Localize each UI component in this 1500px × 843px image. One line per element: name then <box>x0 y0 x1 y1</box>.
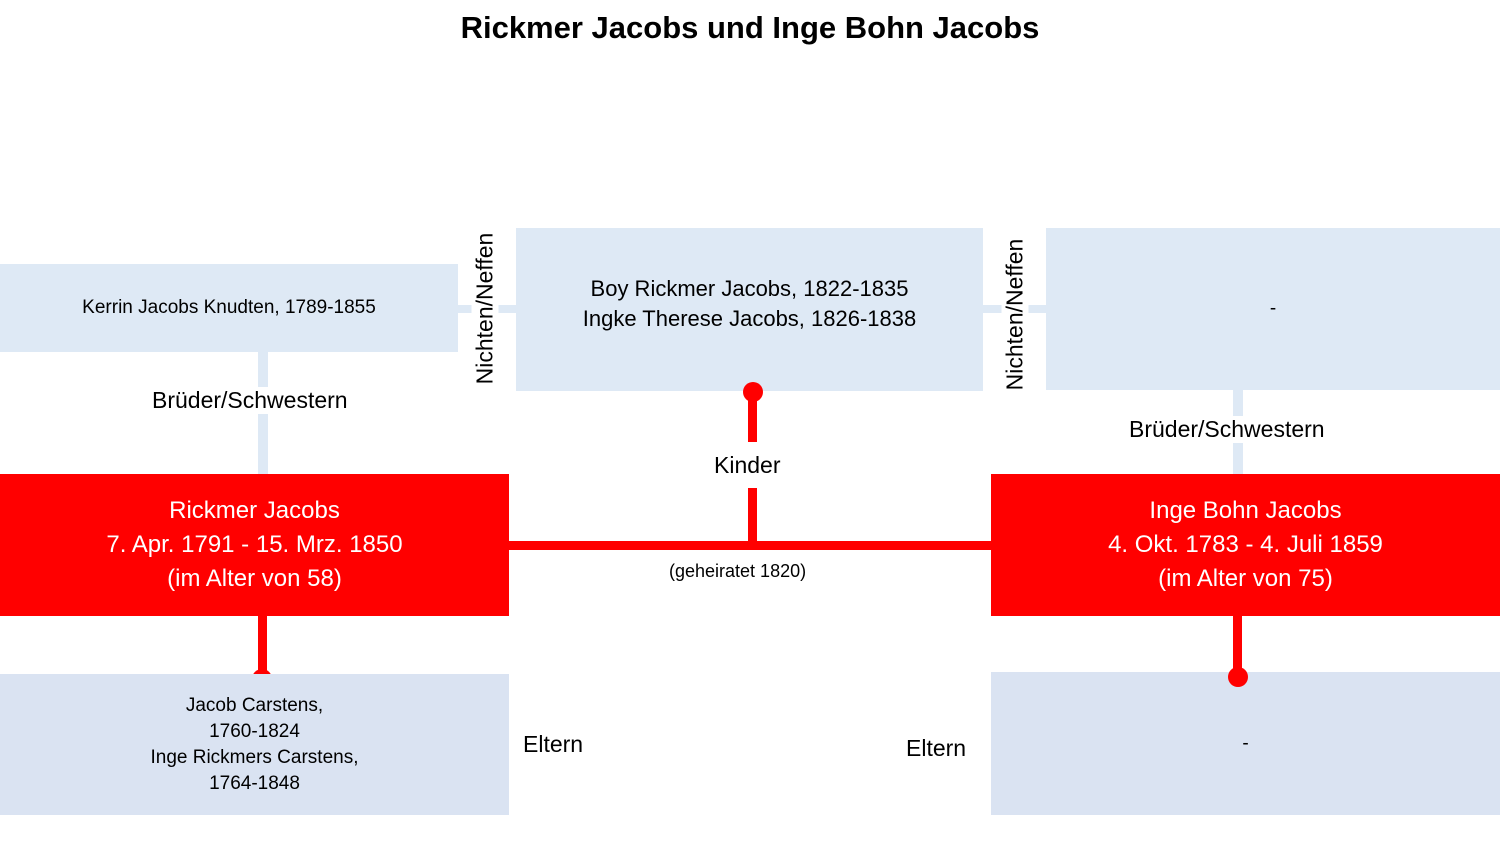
page-title: Rickmer Jacobs und Inge Bohn Jacobs <box>460 10 1040 45</box>
children-connector-upper <box>748 392 757 442</box>
parents-left-line-4: 1764-1848 <box>209 772 300 794</box>
parents-left-line-3: Inge Rickmers Carstens, <box>150 746 359 768</box>
marriage-label: (geheiratet 1820) <box>669 561 807 581</box>
siblings-right-label: Brüder/Schwestern <box>1127 416 1327 443</box>
parents-right-label: Eltern <box>906 735 967 761</box>
parents-right-connector <box>1233 616 1242 676</box>
siblings-left-label: Brüder/Schwestern <box>150 387 350 414</box>
person-right-name: Inge Bohn Jacobs <box>1149 497 1342 524</box>
siblings-right-text: - <box>1269 298 1277 319</box>
parents-right-box: - <box>991 672 1500 815</box>
person-right-dates: 4. Okt. 1783 - 4. Juli 1859 <box>1108 531 1383 558</box>
siblings-left-text: Kerrin Jacobs Knudten, 1789-1855 <box>82 297 376 318</box>
siblings-left-box: Kerrin Jacobs Knudten, 1789-1855 <box>0 264 458 352</box>
marriage-line <box>509 541 991 550</box>
children-box: Boy Rickmer Jacobs, 1822-1835 Ingke Ther… <box>516 228 983 391</box>
person-left-box: Rickmer Jacobs 7. Apr. 1791 - 15. Mrz. 1… <box>0 474 509 616</box>
siblings-right-box: - <box>1046 228 1500 390</box>
children-line-2: Ingke Therese Jacobs, 1826-1838 <box>582 305 917 331</box>
nieces-left-label: Nichten/Neffen <box>471 228 499 389</box>
parents-right-connector-dot <box>1228 667 1248 687</box>
parents-left-label: Eltern <box>523 731 584 757</box>
nieces-right-label: Nichten/Neffen <box>1001 234 1029 395</box>
parents-left-box: Jacob Carstens, 1760-1824 Inge Rickmers … <box>0 674 509 815</box>
children-line-1: Boy Rickmer Jacobs, 1822-1835 <box>590 275 909 301</box>
person-left-age: (im Alter von 58) <box>167 565 342 592</box>
children-label: Kinder <box>714 452 781 478</box>
parents-left-line-1: Jacob Carstens, <box>185 694 324 716</box>
parents-right-text: - <box>1242 732 1249 754</box>
children-connector-dot <box>743 382 763 402</box>
person-left-dates: 7. Apr. 1791 - 15. Mrz. 1850 <box>106 531 403 558</box>
person-left-name: Rickmer Jacobs <box>169 497 340 524</box>
children-connector-lower <box>748 488 757 546</box>
parents-left-connector <box>258 616 267 678</box>
parents-left-line-2: 1760-1824 <box>209 720 300 742</box>
person-right-box: Inge Bohn Jacobs 4. Okt. 1783 - 4. Juli … <box>991 474 1500 616</box>
person-right-age: (im Alter von 75) <box>1158 565 1333 592</box>
